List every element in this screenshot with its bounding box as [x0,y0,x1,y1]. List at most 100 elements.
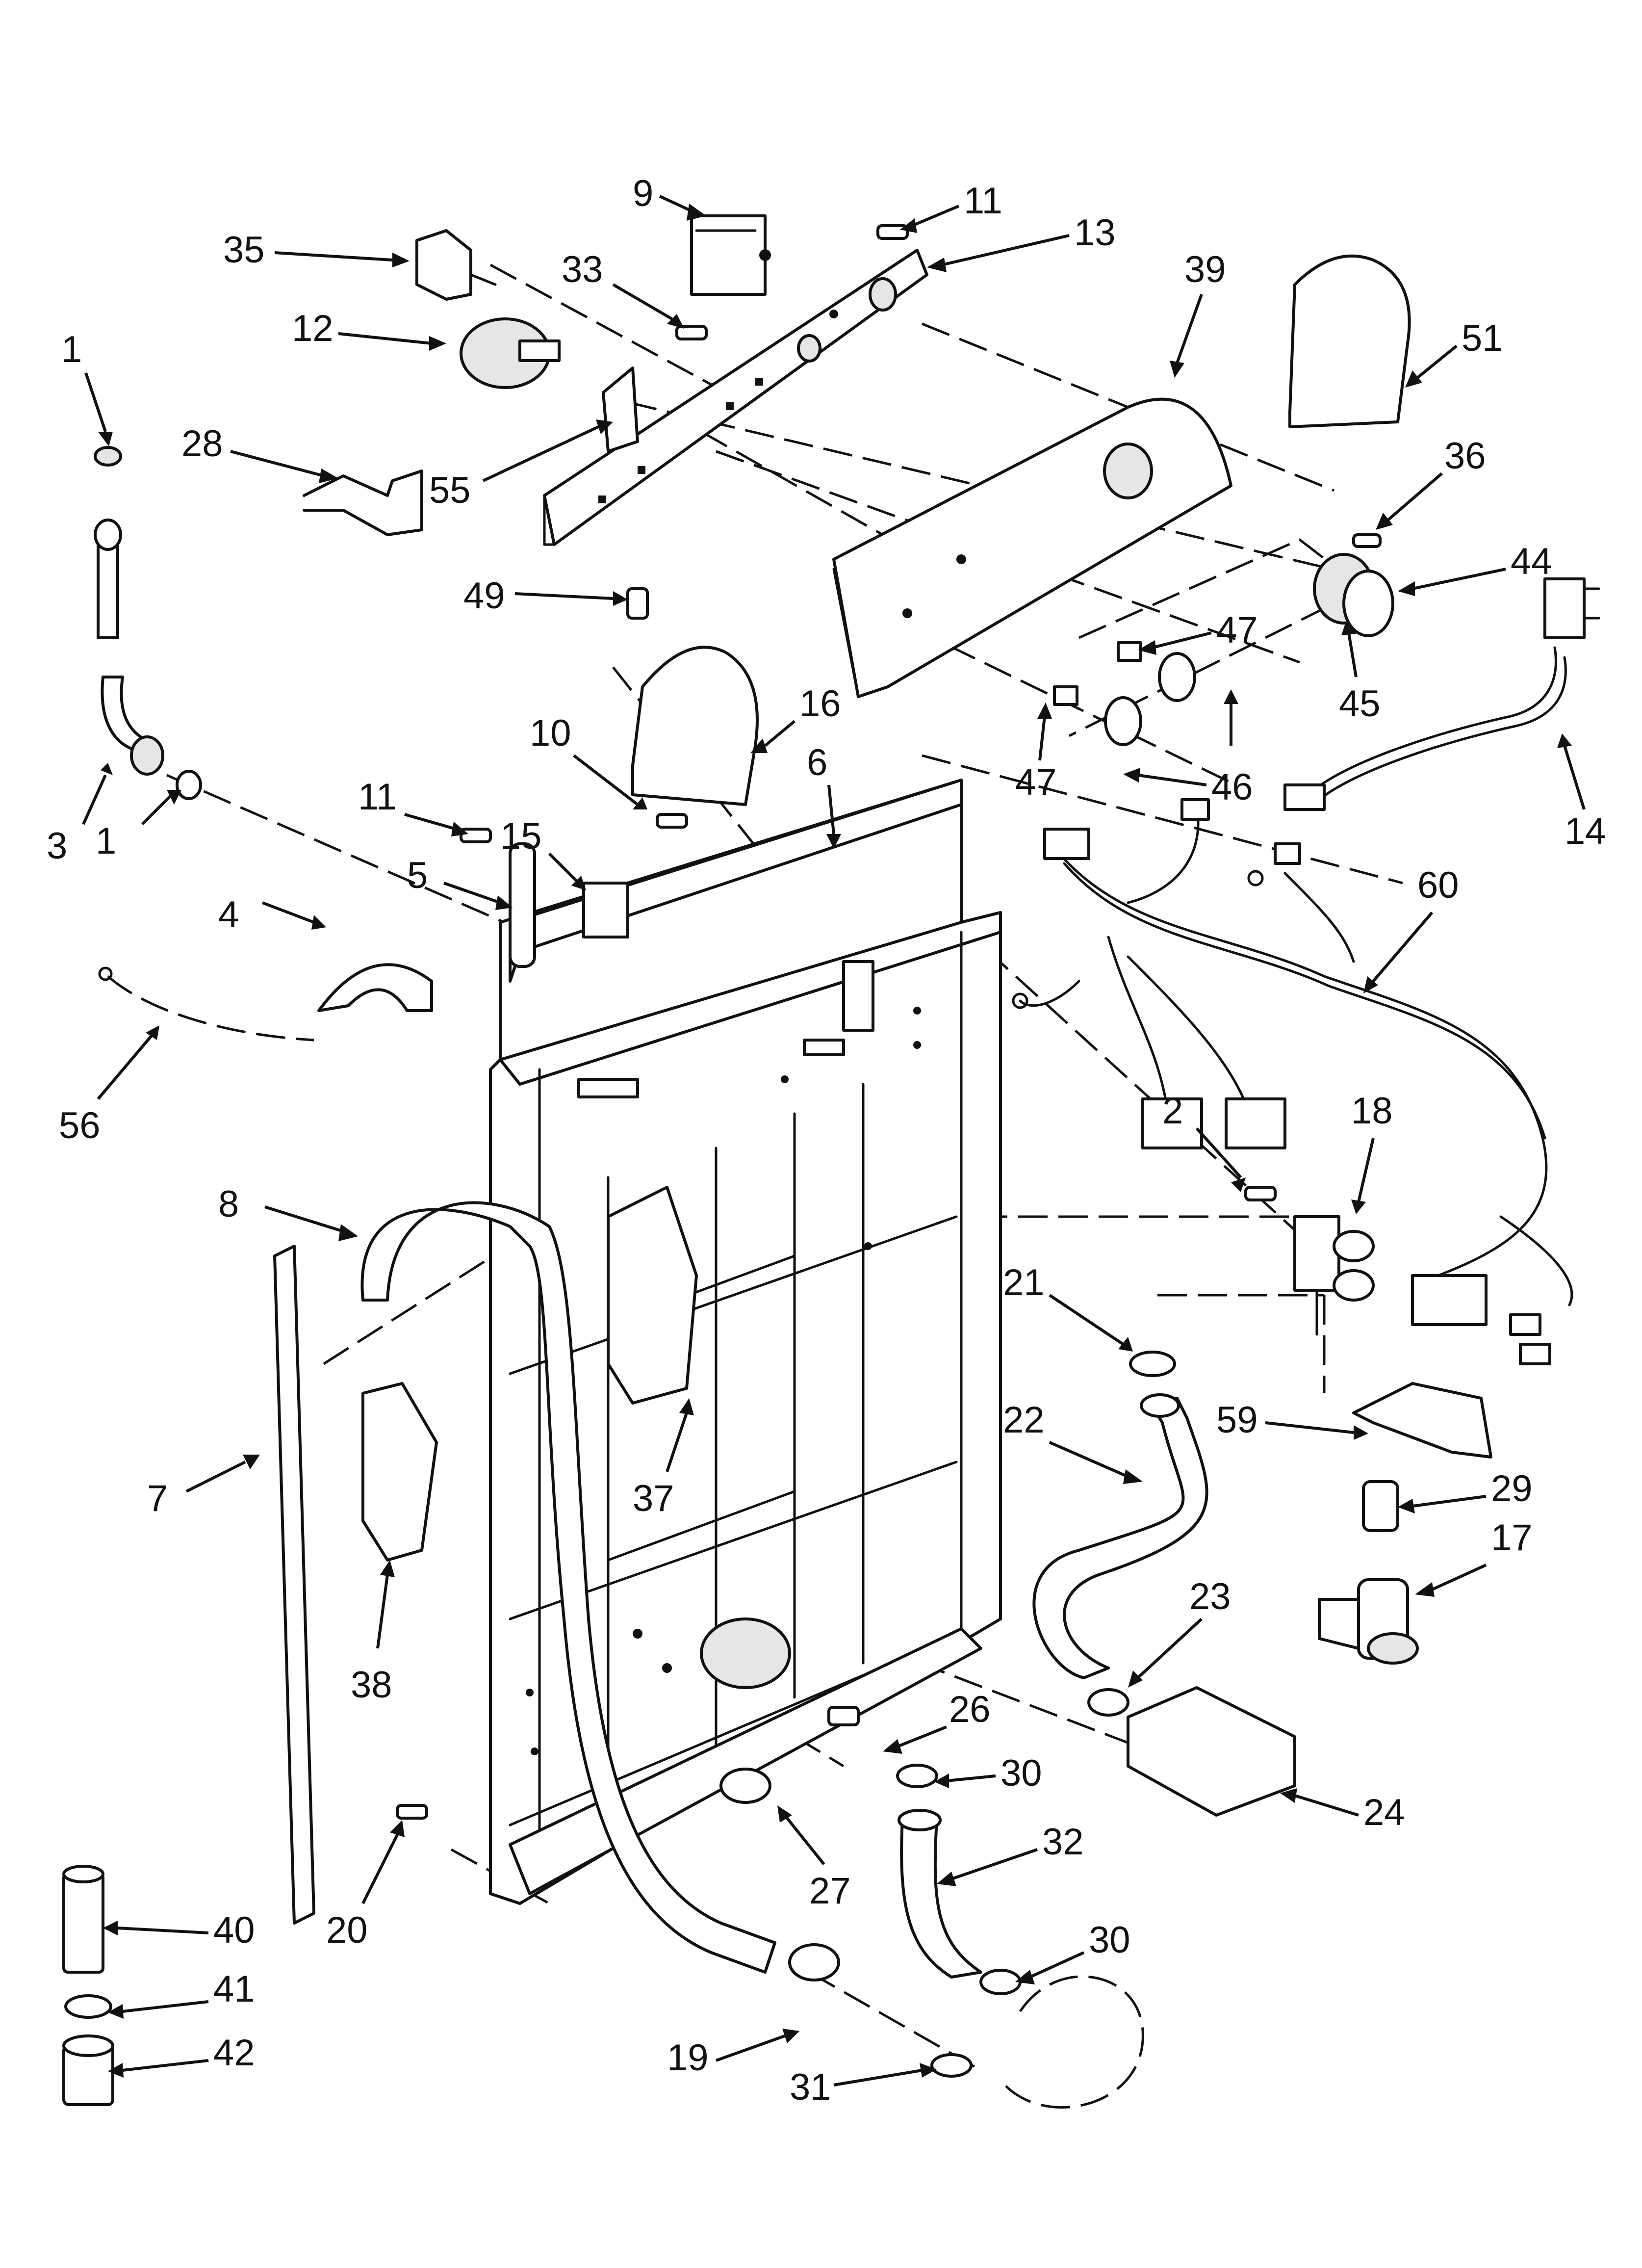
svg-text:13: 13 [1074,212,1116,254]
callout-15: 15 [500,815,586,890]
svg-text:35: 35 [223,229,265,271]
callout-38: 38 [351,1560,395,1706]
svg-text:3: 3 [47,825,67,867]
callout-46: 46 [1123,689,1253,808]
svg-text:56: 56 [59,1105,101,1147]
callout-47a: 47 [1138,609,1258,655]
callout-28: 28 [181,423,338,483]
end-cap-right [1288,254,1411,428]
corrugated-hose [898,1809,982,1979]
callout-13: 13 [927,212,1116,272]
callout-19: 19 [667,2029,799,2079]
callout-55: 55 [429,419,613,511]
drain-coupling-40 [62,1865,104,1974]
callout-40: 40 [103,1909,255,1951]
svg-text:22: 22 [1003,1399,1045,1441]
rotary-switch [460,317,561,389]
callout-42: 42 [108,2032,255,2078]
callout-17: 17 [1415,1517,1533,1597]
valve-bracket [1352,1382,1492,1459]
washer-1b [176,770,202,800]
svg-text:39: 39 [1184,249,1226,290]
svg-text:14: 14 [1565,810,1606,852]
svg-text:8: 8 [218,1183,239,1225]
svg-text:6: 6 [807,742,827,783]
svg-text:9: 9 [633,173,653,214]
callout-44: 44 [1398,541,1552,596]
callout-37: 37 [633,1398,694,1519]
svg-text:32: 32 [1042,1821,1084,1863]
callout-35: 35 [223,229,410,271]
callout-20: 20 [326,1820,405,1951]
svg-text:46: 46 [1211,766,1253,808]
callout-60: 60 [1363,864,1459,993]
svg-text:21: 21 [1003,1262,1045,1303]
water-level-switch [415,229,497,301]
callout-24: 24 [1280,1788,1405,1833]
water-inlet-valve [1293,1215,1375,1336]
svg-text:2: 2 [1162,1090,1183,1132]
svg-text:7: 7 [147,1478,168,1519]
callout-14: 14 [1557,733,1606,852]
callout-36: 36 [1376,435,1486,530]
control-panel-console [832,397,1232,698]
power-cord [1543,577,1600,639]
callout-7: 7 [147,1455,260,1519]
callout-3: 3 [47,763,113,867]
knob-large [1313,553,1394,637]
svg-text:42: 42 [213,2032,255,2074]
svg-text:5: 5 [407,855,428,896]
timer [690,214,771,296]
control-panel-bracket [543,249,928,546]
hose-clamp-21 [1129,1351,1176,1377]
hose-connector-19 [788,1943,840,1981]
callout-16: 16 [750,683,841,753]
wire-harness [1012,646,1573,1365]
capacitor [1362,1480,1399,1532]
hose-clamp-27 [719,1768,771,1804]
callout-56: 56 [59,1025,159,1147]
callout-33: 33 [562,249,684,329]
hose-clamp-31 [930,2053,973,2078]
knob-small-a [1117,641,1196,702]
callout-1b: 1 [96,790,181,862]
svg-text:47: 47 [1216,609,1258,651]
callout-11b: 11 [358,776,468,836]
inner-bracket [607,1186,698,1405]
clip-15 [582,882,629,938]
callout-21: 21 [1003,1262,1133,1352]
callout-9: 9 [633,173,706,221]
mounting-clip [303,469,423,536]
drain-pump [1318,1578,1419,1665]
callout-2: 2 [1162,1090,1246,1192]
callouts: 1 1 2 3 4 5 6 7 8 9 10 11 11 12 13 14 15… [47,173,1606,2108]
svg-text:17: 17 [1491,1517,1533,1559]
callout-11a: 11 [900,180,1002,233]
callout-47b: 47 [1015,703,1057,803]
svg-text:15: 15 [500,815,542,857]
screws [396,224,1382,1820]
bead-tie [98,966,314,1042]
callout-29: 29 [1398,1468,1533,1513]
svg-text:20: 20 [326,1909,368,1951]
svg-text:59: 59 [1216,1399,1258,1441]
svg-text:47: 47 [1015,761,1057,803]
end-cap-left [631,646,759,806]
callout-22: 22 [1003,1399,1143,1484]
svg-text:11: 11 [358,776,397,818]
callout-51: 51 [1405,317,1503,388]
svg-text:10: 10 [530,712,571,754]
knob-small-b [1053,685,1142,746]
callout-59: 59 [1216,1399,1368,1441]
svg-text:41: 41 [213,1968,255,2010]
svg-text:45: 45 [1339,683,1381,725]
svg-text:23: 23 [1189,1576,1231,1617]
svg-text:29: 29 [1491,1468,1533,1510]
ring-41 [64,1994,112,2019]
svg-text:37: 37 [633,1478,674,1519]
strap-5 [509,842,536,968]
callout-41: 41 [108,1968,255,2019]
callout-8: 8 [218,1183,358,1241]
outer-tub-outline [1000,1975,1144,2109]
